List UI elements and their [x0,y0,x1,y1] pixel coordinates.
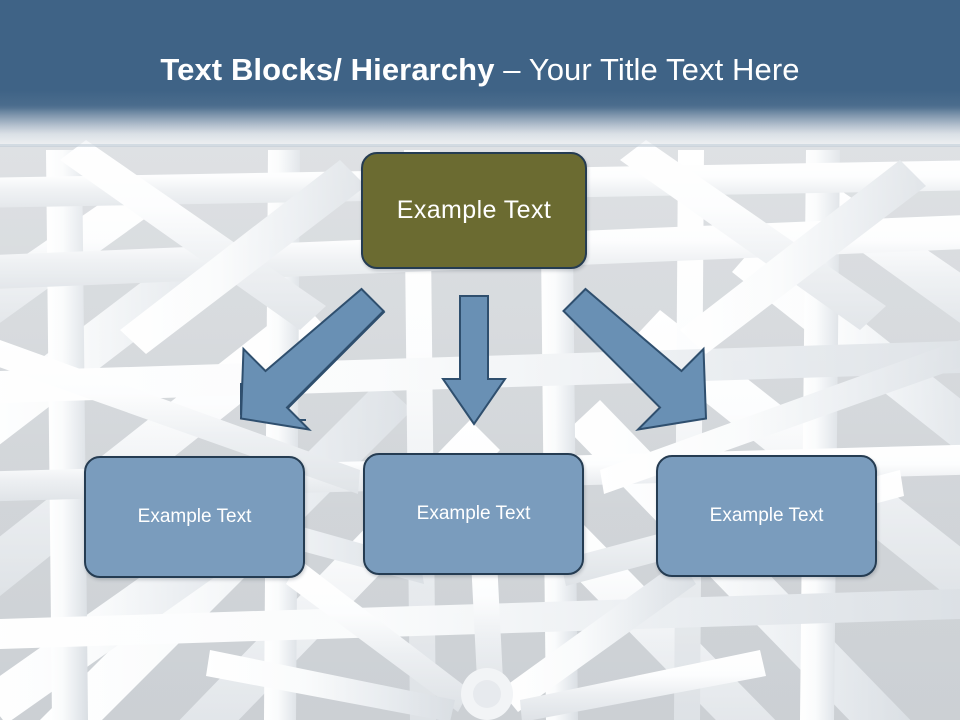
hierarchy-child-label-3: Example Text [709,505,824,526]
hierarchy-root-label: Example Text [396,196,552,224]
hierarchy-child-node-2[interactable]: Example Text [363,453,584,575]
hierarchy-child-node-1[interactable]: Example Text [84,456,305,578]
hierarchy-child-label-2: Example Text [416,503,531,524]
hierarchy-root-node[interactable]: Example Text [361,152,587,269]
page-title-regular: – Your Title Text Here [503,52,800,87]
hierarchy-child-node-3[interactable]: Example Text [656,455,877,577]
page-title: Text Blocks/ Hierarchy – Your Title Text… [0,50,960,90]
page-title-bold: Text Blocks/ Hierarchy [160,52,504,87]
hierarchy-child-label-1: Example Text [137,506,252,527]
header-divider [0,144,960,147]
